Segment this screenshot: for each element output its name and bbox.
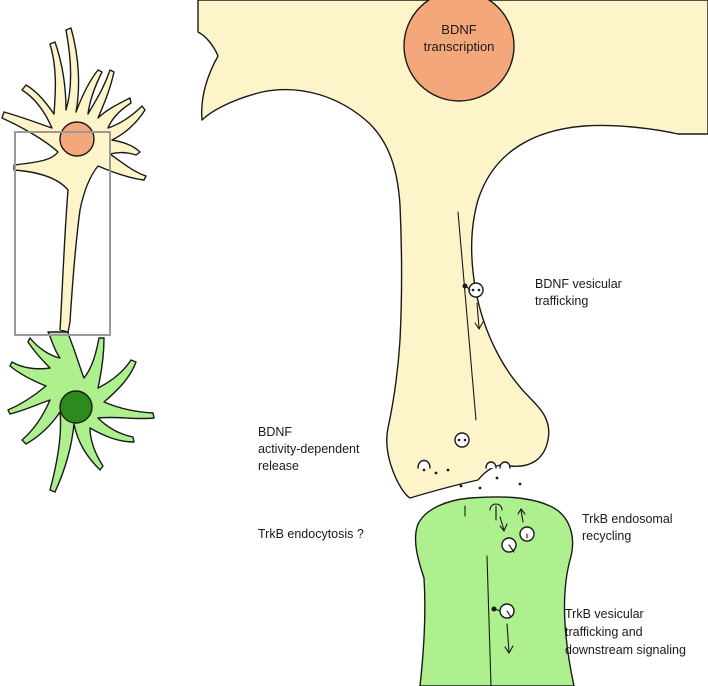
bdnf-vesicle-release	[454, 432, 470, 448]
label-bdnf-vesicular-2: trafficking	[535, 294, 588, 308]
arrow-down-dendrite	[506, 623, 510, 653]
label-bdnf-release-3: release	[258, 459, 299, 473]
zoomed-presynaptic-neuron	[197, 0, 708, 499]
label-trkb-trafficking-2: trafficking and	[565, 625, 643, 639]
overview-presynaptic-neuron	[1, 27, 147, 333]
overview-presynaptic-nucleus	[59, 121, 95, 157]
bdnf-vesicle-axon	[468, 282, 484, 298]
label-bdnf-release-1: BDNF	[258, 425, 292, 439]
synaptic-details	[417, 282, 535, 655]
label-bdnf-transcription-1: BDNF	[441, 22, 476, 37]
microtubule-presynaptic	[457, 211, 477, 421]
label-trkb-trafficking-1: TrkB vesicular	[565, 607, 644, 621]
label-trkb-recycling-1: TrkB endosomal	[582, 512, 673, 526]
label-trkb-endocytosis: TrkB endocytosis ?	[258, 527, 364, 541]
arrow-down-axon	[476, 302, 480, 329]
label-bdnf-release-2: activity-dependent	[258, 442, 360, 456]
motor-protein	[462, 283, 468, 289]
motor-protein-post	[491, 606, 497, 612]
label-trkb-trafficking-3: downstream signaling	[565, 643, 686, 657]
bdnf-transcription-nucleus	[403, 0, 515, 102]
zoom-region-box	[14, 131, 111, 336]
label-bdnf-vesicular-1: BDNF vesicular	[535, 277, 622, 291]
arrow-recycling	[520, 509, 524, 523]
zoomed-postsynaptic-neuron	[414, 496, 575, 686]
microtubule-postsynaptic	[486, 555, 492, 686]
labels: BDNF transcription BDNF vesicular traffi…	[258, 22, 686, 657]
arrow-endocytosis	[499, 516, 505, 531]
label-bdnf-transcription-2: transcription	[424, 39, 495, 54]
overview-postsynaptic-nucleus	[59, 390, 93, 424]
overview-postsynaptic-neuron	[7, 331, 155, 493]
label-trkb-recycling-2: recycling	[582, 529, 631, 543]
